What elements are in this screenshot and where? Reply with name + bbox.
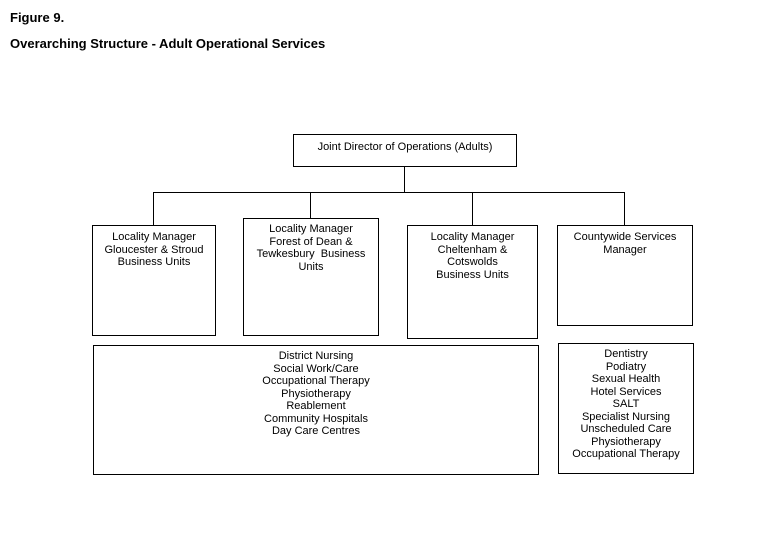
figure-heading: Overarching Structure - Adult Operationa… — [10, 36, 326, 51]
org-node-text-line: Reablement — [286, 400, 346, 412]
org-node-text-line: Occupational Therapy — [262, 375, 370, 387]
org-node-text-line: Units — [298, 260, 324, 273]
org-node-text-line: Sexual Health — [591, 373, 661, 385]
org-node-text-line: Business Units — [117, 256, 191, 268]
org-node-text-line: Occupational Therapy — [572, 448, 680, 460]
org-node-text-line: Physiotherapy — [591, 435, 661, 448]
org-node-text-line: Cheltenham & — [437, 243, 508, 256]
org-node-text-line: Business Units — [436, 268, 509, 281]
org-node-text-line: Manager — [603, 243, 647, 256]
org-node-text-line: Social Work/Care — [273, 362, 359, 375]
org-node-text-line: Forest of Dean & — [269, 235, 353, 248]
org-node-text-line: Dentistry — [604, 348, 648, 360]
org-node-text-line: District Nursing — [278, 350, 354, 362]
org-node-text-line: Day Care Centres — [271, 425, 361, 437]
org-node-text-line: SALT — [612, 398, 640, 410]
org-node-text-line: Locality Manager — [112, 231, 196, 243]
org-node-text-line: Podiatry — [605, 360, 647, 373]
org-node-text-line: Locality Manager — [430, 231, 515, 243]
org-node-text-line: Cotswolds — [447, 256, 498, 268]
connector-drop-gloucester — [153, 192, 154, 225]
connector-drop-forest — [310, 192, 311, 218]
org-node-text-line: Hotel Services — [590, 385, 662, 398]
figure-label: Figure 9. — [10, 10, 65, 25]
org-node-text-line: Countywide Services — [573, 231, 677, 243]
org-node-joint-director: Joint Director of Operations (Adults) — [293, 134, 517, 167]
org-node-text-line: Gloucester & Stroud — [104, 243, 204, 256]
connector-drop-countywide — [624, 192, 625, 225]
org-node-text-line: Locality Manager — [269, 223, 353, 235]
org-node-text-line: Unscheduled Care — [580, 423, 672, 435]
org-node-label: Joint Director of Operations (Adults) — [317, 141, 493, 153]
connector-drop-cheltenham — [472, 192, 473, 225]
connector-horizontal-rail — [153, 192, 625, 193]
connector-root-drop — [404, 167, 405, 193]
org-node-text-line: Community Hospitals — [264, 412, 368, 425]
org-node-text-line: Specialist Nursing — [581, 410, 671, 423]
org-node-text-line: Physiotherapy — [281, 387, 351, 400]
org-node-text-line: Tewkesbury Business — [256, 248, 366, 260]
